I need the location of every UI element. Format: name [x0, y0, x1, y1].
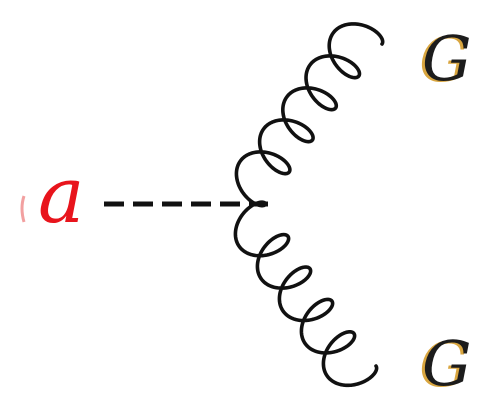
gluon-label-top: G G: [419, 22, 472, 96]
scalar-label-a: a: [38, 151, 85, 241]
gluon-line-top: [234, 22, 385, 208]
gluon-label-bottom-fringe: G: [419, 328, 469, 394]
gluon-label-bottom-text: G: [422, 327, 472, 394]
gluon-line-bottom: [233, 200, 379, 388]
gluon-label-bottom: G G: [419, 327, 472, 394]
gluon-label-top-fringe: G: [419, 23, 469, 96]
gluon-label-top-text: G: [422, 22, 472, 95]
left-edge-fragment: [20, 195, 26, 223]
